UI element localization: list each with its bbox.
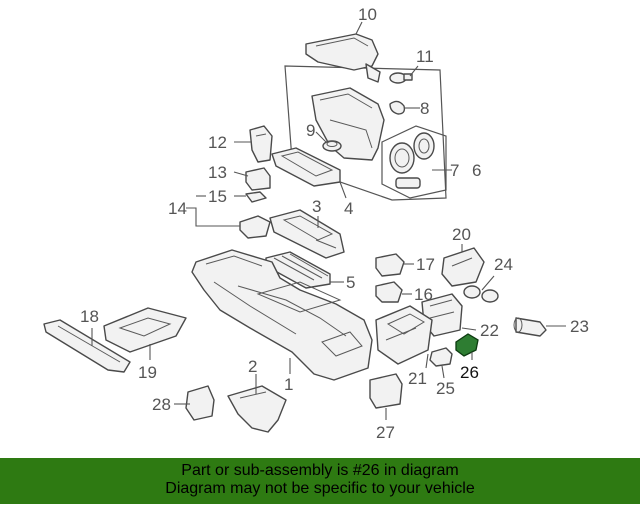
part-13-switch[interactable] [245, 167, 271, 191]
part-2-bracket[interactable] [227, 385, 287, 433]
sub-assembly-7-outline [381, 125, 447, 199]
callout-27: 27 [376, 423, 395, 442]
leader-lines [91, 21, 566, 420]
armrest-base [311, 87, 385, 161]
callout-28: 28 [152, 395, 171, 414]
part-8-clip[interactable] [389, 100, 406, 115]
callout-16: 16 [414, 285, 433, 304]
callout-6: 6 [472, 161, 481, 180]
callout-24: 24 [494, 255, 513, 274]
part-12-bracket[interactable] [249, 125, 273, 163]
callout-23: 23 [570, 317, 589, 336]
part-17-switch[interactable] [375, 253, 405, 277]
part-1-center-console[interactable] [191, 249, 373, 381]
part-11-latch[interactable] [389, 72, 413, 84]
part-19-base-plate[interactable] [103, 307, 187, 353]
callout-4: 4 [344, 199, 353, 218]
callout-11: 11 [416, 47, 434, 66]
callout-8: 8 [420, 99, 429, 118]
callout-26-highlighted: 26 [460, 363, 479, 382]
callout-1: 1 [284, 375, 293, 394]
callout-18: 18 [80, 307, 99, 326]
callout-10: 10 [358, 5, 377, 24]
callout-2: 2 [248, 357, 257, 376]
part-9-grommet[interactable] [322, 140, 342, 152]
callout-12: 12 [208, 133, 227, 152]
callout-5: 5 [346, 273, 355, 292]
callout-14: 14 [168, 199, 187, 218]
callout-17: 17 [416, 255, 435, 274]
callout-19: 19 [138, 363, 157, 382]
callout-7: 7 [450, 161, 459, 180]
info-banner: Part or sub-assembly is #26 in diagram D… [0, 458, 640, 504]
part-14-switch-block[interactable] [239, 215, 271, 239]
part-10-armrest-lid[interactable] [305, 33, 381, 83]
part-4-tray[interactable] [271, 147, 341, 187]
part-3-storage-tray[interactable] [269, 209, 345, 259]
callout-9: 9 [306, 121, 315, 140]
part-26-switch-highlighted[interactable] [455, 333, 479, 357]
banner-line-part-number: Part or sub-assembly is #26 in diagram [181, 462, 459, 479]
part-16-switch[interactable] [375, 281, 403, 303]
part-18-side-rail[interactable] [43, 319, 131, 373]
part-21-bezel[interactable] [375, 305, 433, 365]
part-15-pad[interactable] [245, 191, 267, 203]
banner-line-disclaimer: Diagram may not be specific to your vehi… [165, 480, 475, 497]
part-25-fuse[interactable] [429, 347, 453, 367]
callout-15: 15 [208, 187, 227, 206]
callout-22: 22 [480, 321, 499, 340]
callout-13: 13 [208, 163, 227, 182]
part-20-vent-housing[interactable] [441, 247, 485, 287]
callout-21: 21 [408, 369, 427, 388]
part-27-housing[interactable] [369, 373, 403, 409]
callout-3: 3 [312, 197, 321, 216]
part-23-lighter[interactable] [513, 317, 547, 337]
callout-20: 20 [452, 225, 471, 244]
part-7-cupholder[interactable] [389, 132, 435, 189]
parts-diagram: 10 11 8 9 12 13 15 14 7 6 4 3 20 17 24 5… [43, 5, 589, 442]
part-24-sockets[interactable] [463, 285, 499, 303]
callout-25: 25 [436, 379, 455, 398]
part-28-vent[interactable] [185, 385, 215, 421]
